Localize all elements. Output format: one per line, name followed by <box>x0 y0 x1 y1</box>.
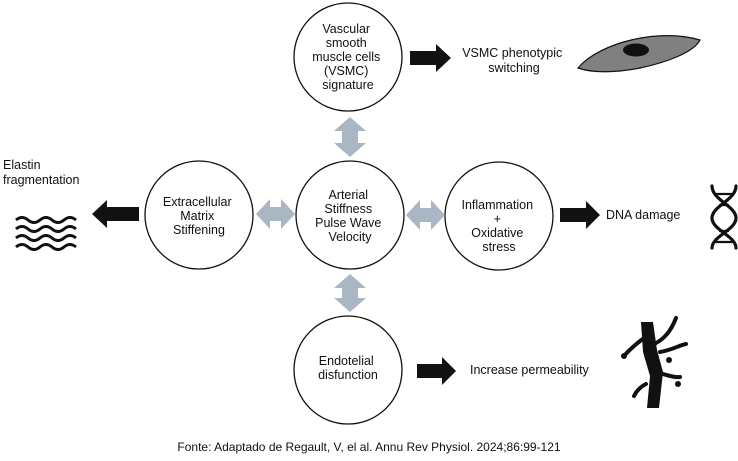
arrow-right-outcome <box>560 201 600 229</box>
connector-top-center <box>334 117 366 157</box>
connector-center-bottom <box>334 274 366 312</box>
node-center-text: Arterial Stiffness Pulse Wave Velocity <box>315 188 385 244</box>
source-caption: Fonte: Adaptado de Regault, V, el al. An… <box>177 440 561 454</box>
smooth-muscle-cell-icon <box>576 35 701 73</box>
outcome-top-text: VSMC phenotypic switching <box>462 46 566 75</box>
outcome-right-text: DNA damage <box>606 208 680 222</box>
node-top-circle <box>293 2 403 112</box>
node-bottom-circle <box>293 315 403 425</box>
node-right-circle <box>444 161 554 271</box>
node-bottom-text: Endotelial disfunction <box>318 354 378 382</box>
arrow-top-outcome <box>410 44 451 72</box>
node-top-text: Vascular smooth muscle cells (VSMC) sign… <box>312 22 384 92</box>
connector-left-center <box>256 199 295 229</box>
arrow-bottom-outcome <box>417 357 456 385</box>
node-left-circle <box>144 160 254 270</box>
arrow-left-outcome <box>92 200 139 228</box>
node-left-text: Extracellular Matrix Stiffening <box>163 195 235 237</box>
outcome-left-text: Elastin fragmentation <box>3 158 79 187</box>
diagram-canvas: Vascular smooth muscle cells (VSMC) sign… <box>3 2 738 425</box>
wavy-fibers-icon <box>15 216 77 251</box>
dna-helix-icon <box>710 184 738 250</box>
damaged-vessel-icon <box>621 316 688 408</box>
outcome-bottom-text: Increase permeability <box>470 363 590 377</box>
connector-center-right <box>406 200 445 230</box>
node-right-text: Inflammation + Oxidative stress <box>461 198 536 254</box>
node-center-circle <box>295 160 405 270</box>
